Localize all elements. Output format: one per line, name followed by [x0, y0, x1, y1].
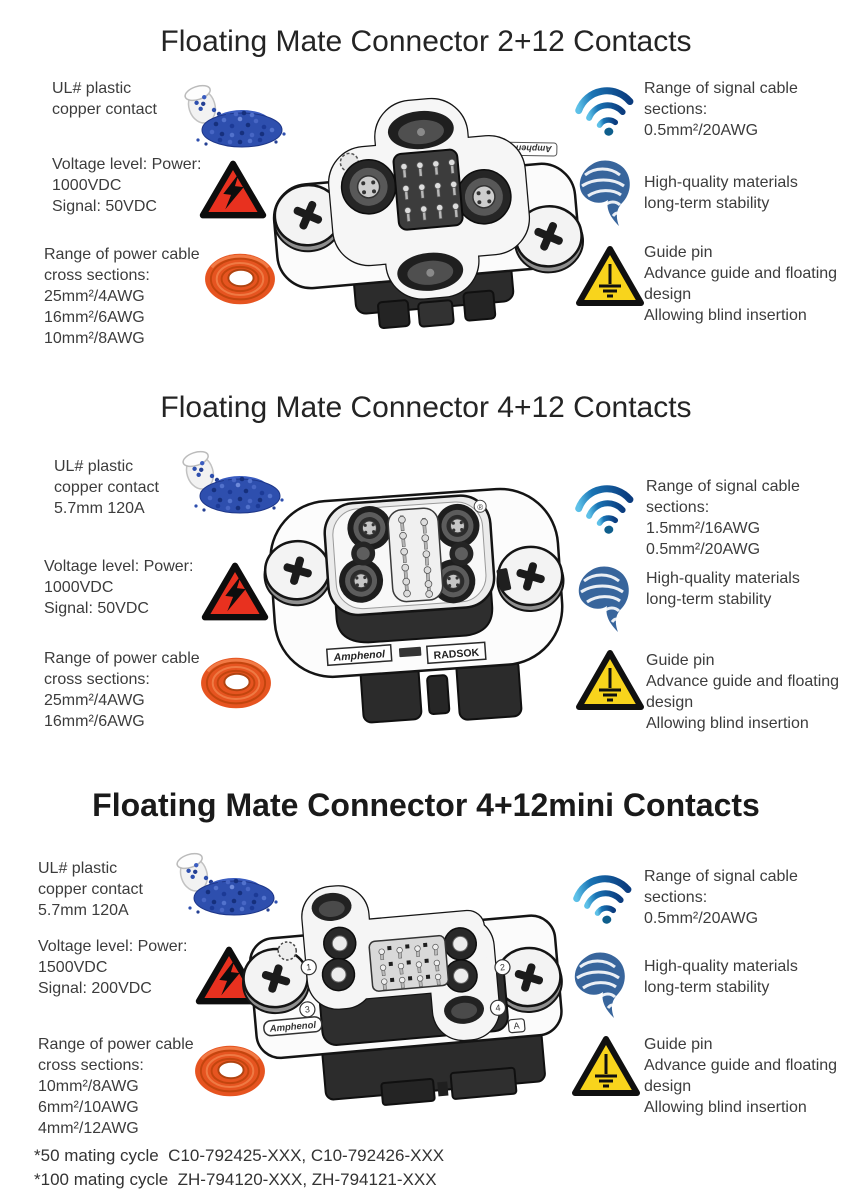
- feature-signal-cable-range: Range of signal cable sections: 0.5mm²/2…: [644, 868, 798, 928]
- signal-cable-wifi-icon: [572, 478, 638, 536]
- connector-4plus12mini-illustration: Amphenol 1 2 3 4 A: [242, 885, 563, 1106]
- signal-pin-strip: [387, 507, 444, 603]
- feature-material-quality: High-quality materials long-term stabili…: [644, 958, 798, 997]
- amphenol-label: Amphenol: [507, 143, 553, 154]
- feature-voltage-level: Voltage level: Power: 1500VDC Signal: 20…: [38, 938, 188, 998]
- feature-plastic-contact: UL# plastic copper contact: [52, 80, 157, 119]
- signal-cable-wifi-icon: [570, 868, 636, 926]
- earth-ground-warning-icon: [574, 244, 646, 310]
- screw-left: [263, 539, 332, 607]
- feature-guide-pin: Guide pin Advance guide and floating des…: [646, 652, 840, 733]
- signal-cable-wifi-icon: [572, 80, 638, 138]
- earth-ground-warning-icon: [570, 1034, 642, 1100]
- position-markers: [299, 959, 526, 1034]
- radsok-label: RADSOK: [433, 647, 480, 662]
- marker-2: 2: [500, 962, 506, 972]
- amphenol-label: Amphenol: [332, 648, 386, 664]
- section-title-2plus12: Floating Mate Connector 2+12 Contacts: [160, 25, 692, 59]
- screw-left: [242, 947, 310, 1015]
- signal-pin-field: [392, 148, 464, 231]
- footnote-50-mating-cycle: *50 mating cycle C10-792425-XXX, C10-792…: [34, 1146, 445, 1165]
- material-quality-swirl-icon: [574, 564, 638, 634]
- amphenol-tag: Amphenol: [325, 644, 393, 667]
- feature-power-cable-range: Range of power cable cross sections: 10m…: [38, 1036, 194, 1138]
- material-quality-swirl-icon: [575, 158, 639, 228]
- connector-4plus12-illustration: ® Amphenol RADSOK: [263, 487, 565, 724]
- feature-signal-cable-range: Range of signal cable sections: 0.5mm²/2…: [644, 80, 798, 140]
- feature-power-cable-range: Range of power cable cross sections: 25m…: [44, 246, 200, 348]
- feature-plastic-contact: UL# plastic copper contact 5.7mm 120A: [54, 458, 159, 518]
- marker-a: A: [513, 1020, 520, 1030]
- feature-material-quality: High-quality materials long-term stabili…: [644, 174, 798, 213]
- marker-1: 1: [306, 962, 312, 972]
- feature-signal-cable-range: Range of signal cable sections: 1.5mm²/1…: [646, 478, 800, 559]
- power-socket-right: [456, 169, 512, 225]
- mini-signal-pin-field: [368, 934, 450, 992]
- power-socket-left: [340, 159, 397, 215]
- feature-plastic-contact: UL# plastic copper contact 5.7mm 120A: [38, 860, 143, 920]
- feature-guide-pin: Guide pin Advance guide and floating des…: [644, 244, 838, 325]
- amphenol-tag: Amphenol: [263, 1016, 323, 1037]
- feature-power-cable-range: Range of power cable cross sections: 25m…: [44, 650, 200, 731]
- feature-voltage-level: Voltage level: Power: 1000VDC Signal: 50…: [44, 558, 194, 618]
- radsok-tag: RADSOK: [426, 641, 487, 665]
- screw-left: [273, 183, 344, 253]
- section-title-4plus12mini: Floating Mate Connector 4+12mini Contact…: [92, 787, 760, 824]
- feature-voltage-level: Voltage level: Power: 1000VDC Signal: 50…: [52, 156, 202, 216]
- footnote-100-mating-cycle: *100 mating cycle ZH-794120-XXX, ZH-7941…: [34, 1170, 437, 1189]
- section-title-4plus12: Floating Mate Connector 4+12 Contacts: [160, 391, 692, 425]
- connector-2plus12-illustration: Amphenol: [272, 97, 585, 330]
- earth-ground-warning-icon: [574, 648, 646, 714]
- power-sockets: [339, 503, 480, 604]
- marker-4: 4: [495, 1003, 501, 1013]
- material-quality-swirl-icon: [570, 950, 634, 1020]
- amphenol-label: Amphenol: [268, 1020, 317, 1035]
- feature-material-quality: High-quality materials long-term stabili…: [646, 570, 800, 609]
- marker-3: 3: [304, 1004, 310, 1014]
- power-contacts: [311, 892, 484, 1024]
- screw-right: [514, 205, 585, 274]
- feature-guide-pin: Guide pin Advance guide and floating des…: [644, 1036, 838, 1117]
- screw-right: [496, 545, 565, 612]
- registered-mark: ®: [477, 503, 484, 512]
